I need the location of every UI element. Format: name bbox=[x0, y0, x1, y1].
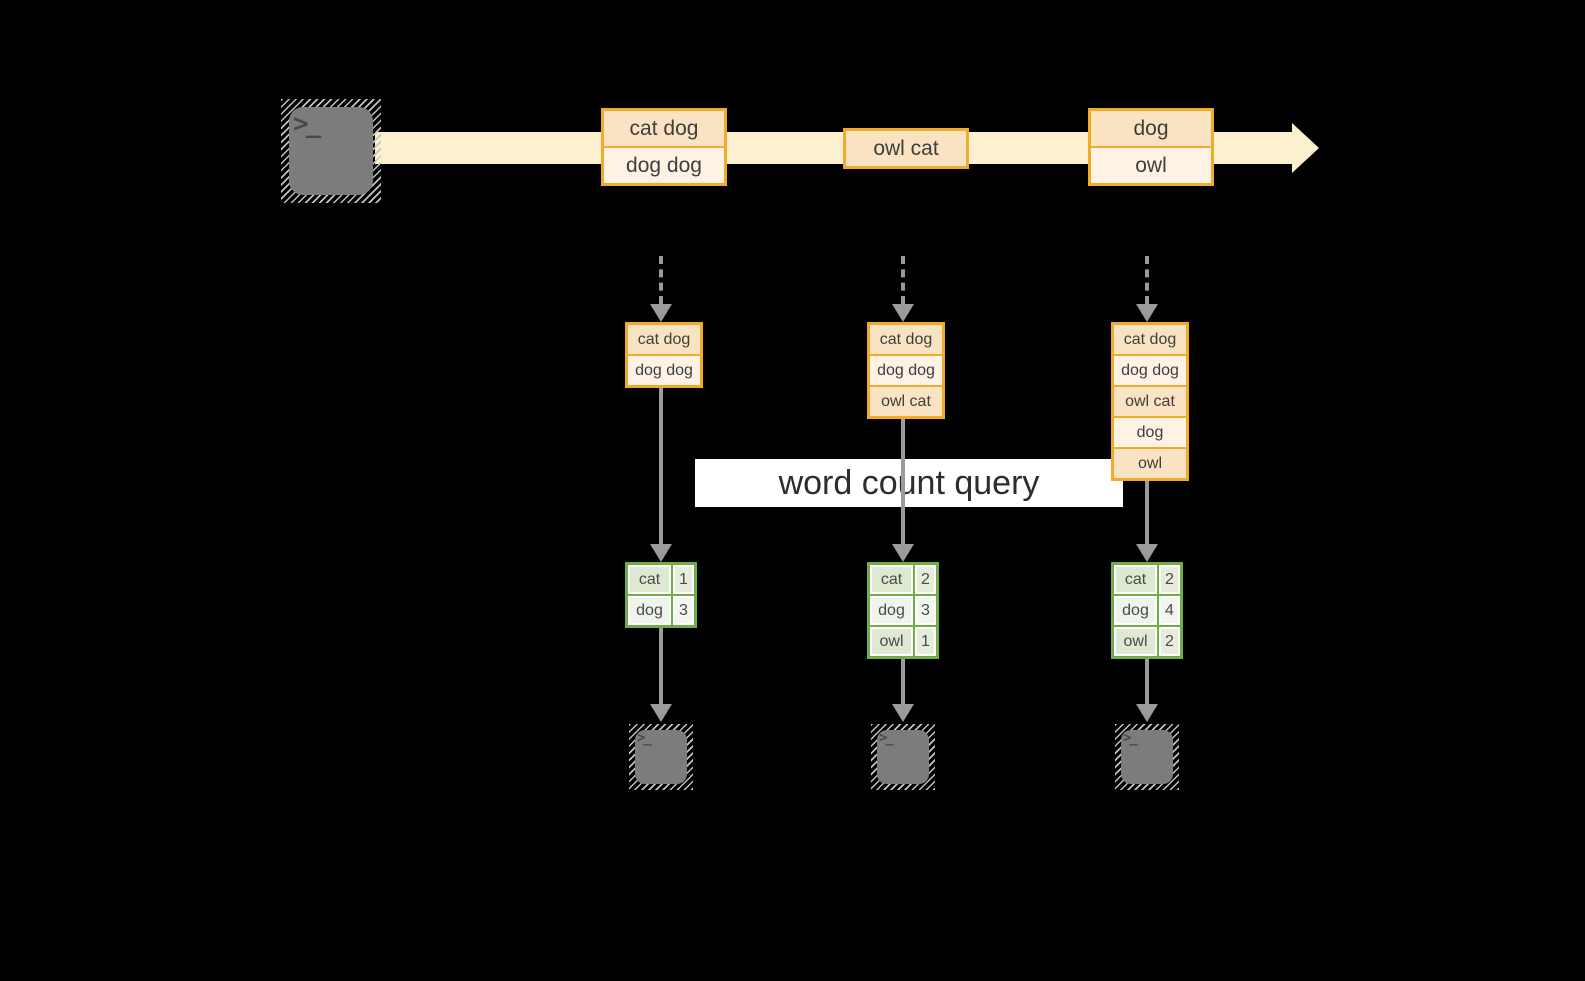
dashed-down-arrow-icon bbox=[1136, 256, 1158, 322]
buffer-stack-1: cat dog dog dog bbox=[625, 322, 703, 388]
word-cell: dog bbox=[628, 596, 671, 625]
query-banner-label: word count query bbox=[778, 463, 1040, 502]
event-line: owl cat bbox=[846, 131, 966, 166]
word-cell: cat bbox=[870, 565, 913, 594]
count-table-1: cat 1 dog 3 bbox=[625, 562, 697, 628]
down-arrow-icon bbox=[1136, 481, 1158, 562]
query-banner: word count query bbox=[695, 459, 1123, 507]
stream-arrowhead-icon bbox=[1292, 123, 1319, 173]
event-line: dog dog bbox=[604, 146, 724, 183]
buffer-line: dog dog bbox=[1114, 354, 1186, 385]
event-line: dog bbox=[1091, 111, 1211, 146]
dashed-down-arrow-icon bbox=[892, 256, 914, 322]
buffer-line: owl cat bbox=[870, 385, 942, 416]
count-cell: 2 bbox=[915, 565, 936, 594]
count-cell: 2 bbox=[1159, 627, 1180, 656]
event-line: cat dog bbox=[604, 111, 724, 146]
terminal-body bbox=[289, 107, 373, 195]
prompt-glyph: >_ bbox=[1123, 730, 1138, 746]
buffer-line: dog bbox=[1114, 416, 1186, 447]
word-cell: cat bbox=[1114, 565, 1157, 594]
prompt-glyph: >_ bbox=[293, 109, 321, 139]
buffer-stack-2: cat dog dog dog owl cat bbox=[867, 322, 945, 419]
terminal-body bbox=[635, 730, 687, 784]
terminal-body bbox=[877, 730, 929, 784]
word-cell: dog bbox=[870, 596, 913, 625]
word-cell: cat bbox=[628, 565, 671, 594]
source-terminal-icon: >_ bbox=[281, 99, 381, 203]
count-cell: 2 bbox=[1159, 565, 1180, 594]
event-box-3: dog owl bbox=[1088, 108, 1214, 186]
word-cell: dog bbox=[1114, 596, 1157, 625]
terminal-body bbox=[1121, 730, 1173, 784]
buffer-stack-3: cat dog dog dog owl cat dog owl bbox=[1111, 322, 1189, 481]
down-arrow-icon bbox=[892, 419, 914, 562]
buffer-line: cat dog bbox=[870, 325, 942, 354]
event-box-2: owl cat bbox=[843, 128, 969, 169]
dashed-down-arrow-icon bbox=[650, 256, 672, 322]
buffer-line: owl cat bbox=[1114, 385, 1186, 416]
buffer-line: owl bbox=[1114, 447, 1186, 478]
sink-terminal-icon-3: >_ bbox=[1115, 724, 1179, 790]
down-arrow-icon bbox=[892, 659, 914, 722]
count-cell: 4 bbox=[1159, 596, 1180, 625]
count-cell: 1 bbox=[915, 627, 936, 656]
word-cell: owl bbox=[1114, 627, 1157, 656]
buffer-line: cat dog bbox=[1114, 325, 1186, 354]
word-cell: owl bbox=[870, 627, 913, 656]
prompt-glyph: >_ bbox=[637, 730, 652, 746]
event-box-1: cat dog dog dog bbox=[601, 108, 727, 186]
down-arrow-icon bbox=[650, 388, 672, 562]
count-cell: 1 bbox=[673, 565, 694, 594]
count-table-2: cat 2 dog 3 owl 1 bbox=[867, 562, 939, 659]
sink-terminal-icon-1: >_ bbox=[629, 724, 693, 790]
prompt-glyph: >_ bbox=[879, 730, 894, 746]
count-table-3: cat 2 dog 4 owl 2 bbox=[1111, 562, 1183, 659]
down-arrow-icon bbox=[650, 628, 672, 722]
down-arrow-icon bbox=[1136, 659, 1158, 722]
sink-terminal-icon-2: >_ bbox=[871, 724, 935, 790]
buffer-line: dog dog bbox=[628, 354, 700, 385]
event-line: owl bbox=[1091, 146, 1211, 183]
buffer-line: cat dog bbox=[628, 325, 700, 354]
count-cell: 3 bbox=[915, 596, 936, 625]
buffer-line: dog dog bbox=[870, 354, 942, 385]
count-cell: 3 bbox=[673, 596, 694, 625]
